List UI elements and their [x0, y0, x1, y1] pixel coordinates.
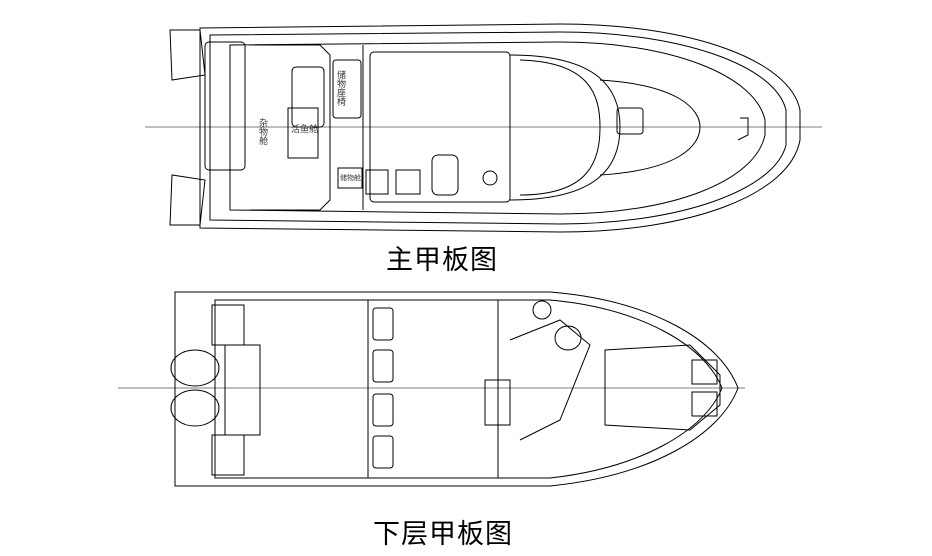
lower-deck-caption: 下层甲板图 [373, 519, 513, 550]
label-misc-hold: 杂物舱 [257, 118, 268, 146]
engine-starboard [170, 389, 220, 427]
label-storage-seat: 储物座椅 [335, 69, 346, 106]
main-deck-drawing: 储物座椅 杂物舱 活鱼舱 储物舱 [145, 23, 822, 233]
main-deck-caption: 主甲板图 [386, 245, 498, 276]
label-live-fish-hold: 活鱼舱 [291, 123, 318, 135]
main-deck-hull [199, 23, 801, 233]
lower-deck-drawing [118, 291, 745, 487]
engine-port [170, 349, 220, 387]
lower-deck-hull [174, 291, 739, 487]
label-storage-hold: 储物舱 [340, 173, 361, 182]
forward-hatch [616, 107, 644, 135]
